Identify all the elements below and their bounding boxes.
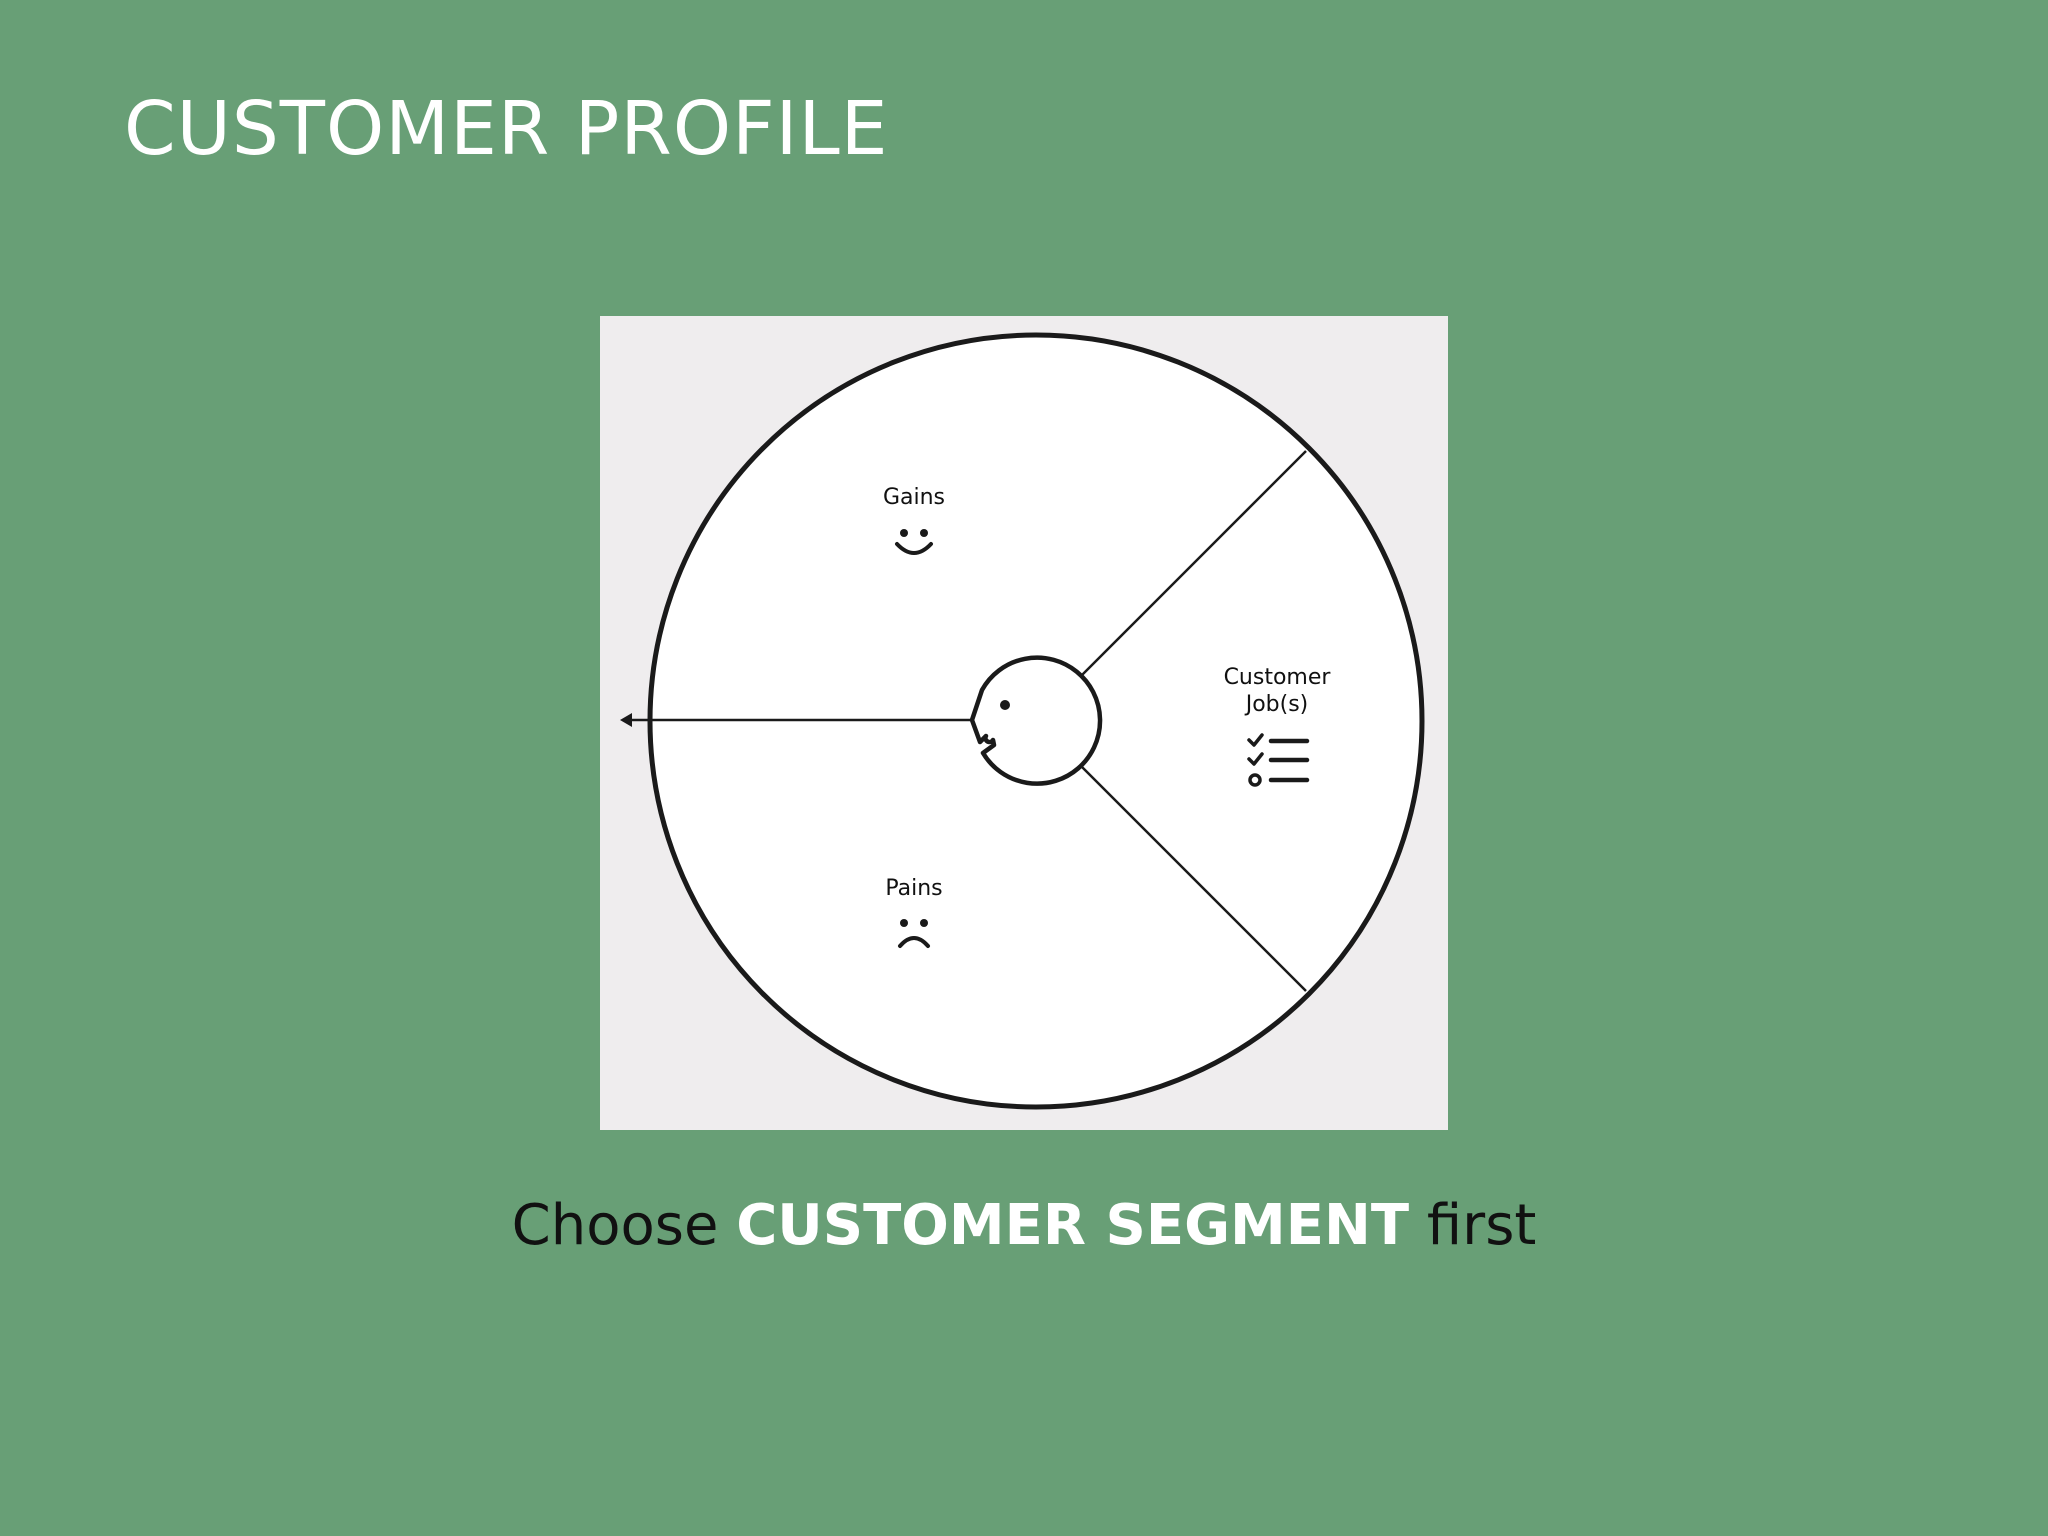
slide-title: CUSTOMER PROFILE: [124, 86, 889, 172]
caption-text-after: first: [1409, 1193, 1537, 1258]
pains-label: Pains: [885, 876, 942, 901]
checklist-icon: [1247, 733, 1310, 787]
divider-line-upper: [1081, 450, 1307, 676]
caption-text-before: Choose: [511, 1193, 737, 1258]
customer-profile-canvas: Gains Pains Customer Job(s): [620, 332, 1425, 1110]
customer-profile-diagram: Gains Pains Customer Job(s): [600, 316, 1448, 1130]
divider-line-lower: [1080, 765, 1307, 992]
arrow-left-icon: [620, 713, 632, 727]
jobs-label-line1: Customer: [1224, 665, 1332, 690]
gains-label: Gains: [883, 485, 945, 510]
jobs-label-line2: Job(s): [1244, 692, 1309, 717]
slide-caption: Choose CUSTOMER SEGMENT first: [0, 1192, 2048, 1259]
frown-icon: [898, 919, 930, 948]
smile-icon: [895, 529, 933, 555]
caption-emphasis: CUSTOMER SEGMENT: [736, 1193, 1410, 1258]
customer-face-icon: [969, 655, 1103, 786]
